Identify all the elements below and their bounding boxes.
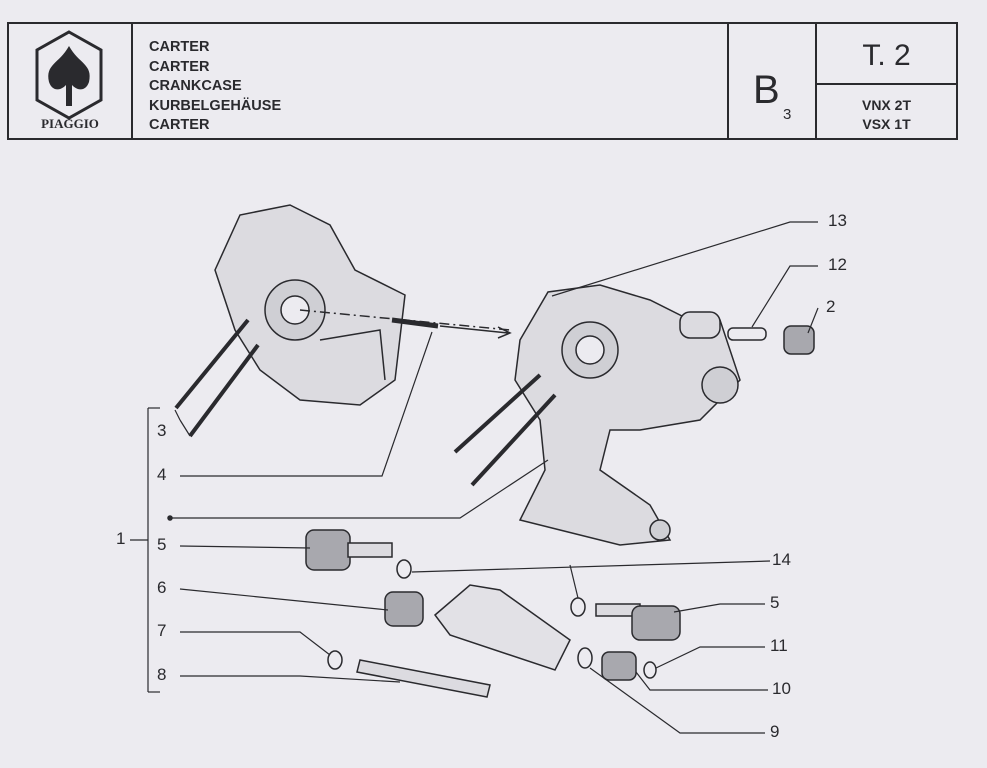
swing-arm-tube xyxy=(433,584,571,671)
callout-7: 7 xyxy=(157,621,167,640)
section-code: B 3 xyxy=(729,24,817,138)
callout-5-right: 5 xyxy=(770,593,780,612)
crankcase-half-left xyxy=(174,204,406,438)
callout-6: 6 xyxy=(157,578,167,597)
callout-9: 9 xyxy=(770,722,780,741)
brand-name: PIAGGIO xyxy=(41,116,99,131)
title-list: CARTER CARTER CRANKCASE KURBELGEHÄUSE CA… xyxy=(133,24,729,138)
part-9-ring xyxy=(577,647,593,669)
crankcase-half-right xyxy=(453,284,741,546)
callout-12: 12 xyxy=(828,255,847,274)
callout-1: 1 xyxy=(116,529,126,548)
title-es: CARTER xyxy=(149,117,210,133)
table-number: T. 2 xyxy=(817,24,956,85)
callout-5-left: 5 xyxy=(157,535,167,554)
part-5-bearing-right xyxy=(631,605,681,641)
section-subscript: 3 xyxy=(783,106,792,123)
part-14-ring-right xyxy=(570,597,586,617)
callout-10: 10 xyxy=(772,679,791,698)
callout-8: 8 xyxy=(157,665,167,684)
part-12-pin xyxy=(727,327,767,341)
piaggio-logo: PIAGGIO xyxy=(9,24,133,138)
section-letter: B xyxy=(753,68,780,112)
piaggio-emblem-icon xyxy=(35,30,103,120)
callout-13: 13 xyxy=(828,211,847,230)
title-block: PIAGGIO CARTER CARTER CRANKCASE KURBELGE… xyxy=(7,22,958,140)
part-5-bearing-left xyxy=(305,529,351,571)
part-8-shaft xyxy=(356,659,491,698)
callout-2: 2 xyxy=(826,297,836,316)
part-11-ring xyxy=(643,661,657,679)
leader-lines xyxy=(130,221,819,734)
callout-4: 4 xyxy=(157,465,167,484)
model-2: VSX 1T xyxy=(862,116,911,132)
title-fr: CARTER xyxy=(149,58,210,75)
model-1: VNX 2T xyxy=(861,97,911,113)
part-2-bushing xyxy=(783,325,815,355)
table-info: T. 2 VNX 2T VSX 1T xyxy=(817,24,956,138)
callout-11: 11 xyxy=(770,636,788,655)
callout-3: 3 xyxy=(157,421,167,440)
part-10-bushing xyxy=(601,651,637,681)
title-de: KURBELGEHÄUSE xyxy=(149,97,282,114)
title-en: CRANKCASE xyxy=(149,78,242,94)
model-list: VNX 2T VSX 1T xyxy=(817,85,956,134)
title-it: CARTER xyxy=(149,39,210,55)
part-6-bushing xyxy=(384,591,424,627)
callout-14: 14 xyxy=(772,550,791,569)
part-14-ring-left xyxy=(396,559,412,579)
part-7-ring xyxy=(327,650,343,670)
